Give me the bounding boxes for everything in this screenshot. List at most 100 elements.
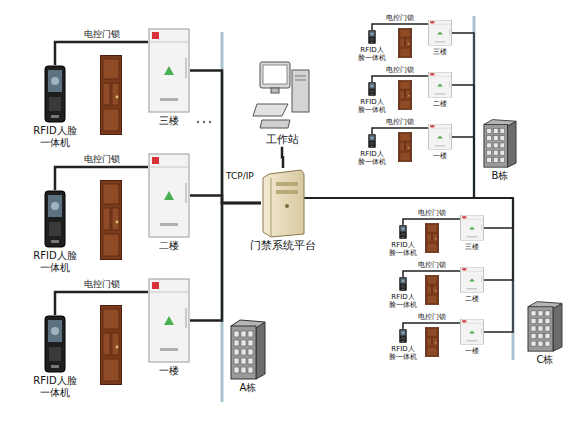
door-controller: 二楼 — [428, 72, 452, 108]
rfid-face-terminal-icon — [368, 82, 376, 96]
connector — [55, 42, 148, 65]
rfid-face-terminal-icon — [368, 134, 376, 148]
lock-label: 电控门锁 — [417, 262, 447, 269]
node-label: RFID人脸一体机 — [357, 150, 387, 166]
door-controller-icon — [148, 153, 190, 238]
rfid-face-terminal-icon — [44, 190, 66, 248]
node-label: C栋 — [525, 354, 565, 366]
connector — [403, 271, 460, 277]
door-controller-icon — [148, 278, 190, 363]
door-controller: 三楼 — [428, 20, 452, 56]
access-platform-server-icon — [261, 168, 305, 238]
node-label: 三楼 — [460, 243, 484, 251]
rfid-face-terminal: RFID人脸一体机 — [30, 190, 80, 273]
door — [398, 132, 411, 162]
lock-label: 电控门锁 — [385, 15, 415, 22]
door-controller-icon — [460, 215, 484, 241]
door-controller: 三楼 — [460, 215, 484, 251]
door-controller-icon — [460, 319, 484, 345]
node-label: 门禁系统平台 — [246, 240, 320, 253]
door-controller: 一楼 — [139, 278, 199, 377]
node-label: RFID人脸一体机 — [30, 125, 80, 148]
network-label: TCP/IP — [226, 172, 254, 182]
door — [398, 28, 411, 58]
node-label: RFID人脸一体机 — [388, 241, 418, 257]
rfid-face-terminal: RFID人脸一体机 — [357, 134, 387, 166]
door — [398, 80, 411, 110]
connector — [305, 85, 474, 198]
node-label: 二楼 — [460, 295, 484, 303]
door-controller-icon — [428, 20, 452, 46]
workstation-icon — [252, 60, 312, 132]
lock-label: 电控门锁 — [385, 119, 415, 126]
ellipsis-dots — [197, 121, 211, 123]
node-label: RFID人脸一体机 — [30, 250, 80, 273]
lock-label: 电控门锁 — [83, 30, 121, 40]
connector — [305, 198, 513, 332]
door — [101, 306, 122, 385]
connector — [372, 128, 428, 134]
rfid-face-terminal: RFID人脸一体机 — [357, 30, 387, 62]
lock-label: 电控门锁 — [385, 67, 415, 74]
rfid-face-terminal-icon — [44, 315, 66, 373]
connector — [403, 219, 460, 225]
node-label: RFID人脸一体机 — [357, 46, 387, 62]
node-label: B栋 — [482, 170, 518, 182]
node-label: 一楼 — [428, 152, 452, 160]
door-controller: 二楼 — [139, 153, 199, 252]
door-controller: 二楼 — [460, 267, 484, 303]
node-label: 工作站 — [252, 134, 312, 147]
door — [425, 275, 438, 305]
node-label: RFID人脸一体机 — [30, 375, 80, 398]
rfid-face-terminal-icon — [399, 225, 407, 239]
connector — [55, 292, 148, 315]
node-label: A栋 — [228, 382, 268, 394]
connector — [403, 323, 460, 329]
node-label: 一楼 — [460, 347, 484, 355]
door-controller-icon — [148, 28, 190, 113]
node-label: 二楼 — [428, 100, 452, 108]
connector — [372, 24, 428, 30]
rfid-face-terminal-icon — [399, 277, 407, 291]
door-controller-icon — [428, 72, 452, 98]
door-controller-icon — [428, 124, 452, 150]
node-label: 三楼 — [139, 115, 199, 127]
workstation: 工作站 — [252, 60, 312, 147]
node-label: RFID人脸一体机 — [357, 98, 387, 114]
connector — [305, 33, 474, 198]
lock-label: 电控门锁 — [83, 280, 121, 290]
rfid-face-terminal-icon — [44, 65, 66, 123]
lock-label: 电控门锁 — [83, 155, 121, 165]
door — [425, 327, 438, 357]
rfid-face-terminal: RFID人脸一体机 — [388, 225, 418, 257]
rfid-face-terminal: RFID人脸一体机 — [388, 329, 418, 361]
door-controller: 一楼 — [460, 319, 484, 355]
door — [101, 56, 122, 135]
access-platform-server: 门禁系统平台 — [246, 168, 320, 253]
door-controller: 三楼 — [139, 28, 199, 127]
rfid-face-terminal-icon — [368, 30, 376, 44]
network-bus — [222, 16, 513, 402]
door-controller-icon — [460, 267, 484, 293]
rfid-face-terminal: RFID人脸一体机 — [357, 82, 387, 114]
door — [101, 181, 122, 260]
node-label: 三楼 — [428, 48, 452, 56]
node-label: 二楼 — [139, 240, 199, 252]
lock-label: 电控门锁 — [417, 314, 447, 321]
node-label: RFID人脸一体机 — [388, 345, 418, 361]
building: C栋 — [525, 300, 565, 366]
node-label: 一楼 — [139, 365, 199, 377]
connector — [190, 71, 261, 204]
lock-label: 电控门锁 — [417, 210, 447, 217]
connector — [55, 167, 148, 190]
rfid-face-terminal: RFID人脸一体机 — [30, 315, 80, 398]
rfid-face-terminal-icon — [399, 329, 407, 343]
building-icon — [230, 318, 266, 380]
node-label: RFID人脸一体机 — [388, 293, 418, 309]
doors — [101, 28, 439, 384]
connector — [282, 147, 283, 168]
connector — [190, 203, 261, 321]
building-icon — [483, 118, 517, 168]
door — [425, 223, 438, 253]
rfid-face-terminal: RFID人脸一体机 — [30, 65, 80, 148]
